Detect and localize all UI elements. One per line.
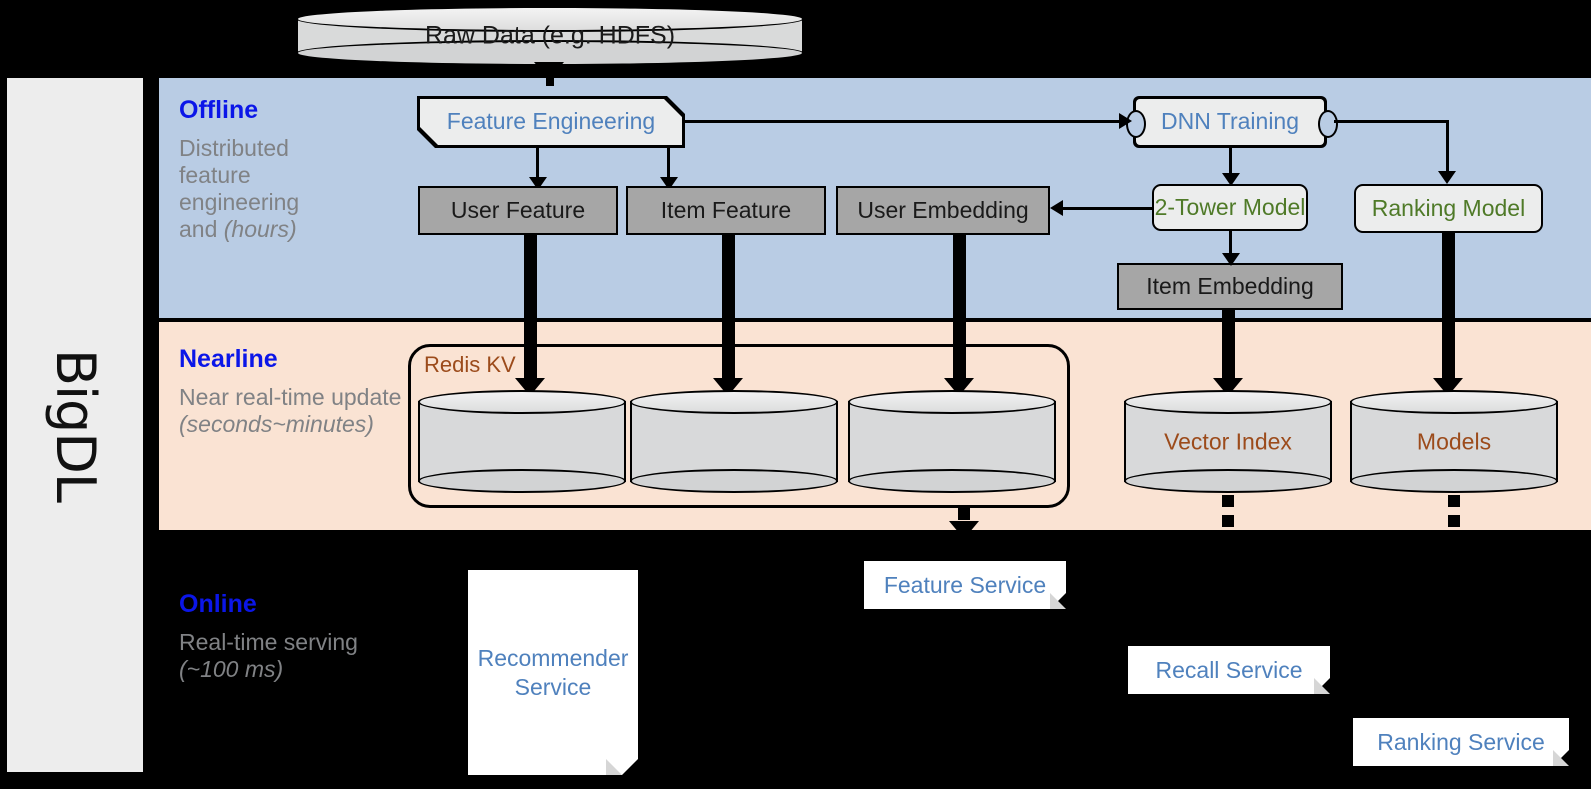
user-embedding-node[interactable]: User Embedding xyxy=(836,186,1050,235)
band-online-subtitle: Real-time serving (~100 ms) xyxy=(179,629,358,683)
edge-twotower-to-itemembedding xyxy=(1229,231,1232,256)
ranking-model-node[interactable]: Ranking Model xyxy=(1354,184,1543,233)
band-offline-subtitle: Distributed feature engineering and (hou… xyxy=(179,135,300,243)
edge-dnn-to-ranking-h xyxy=(1334,120,1448,123)
dash-vectorindex-1 xyxy=(1222,495,1234,507)
band-online-title: Online xyxy=(179,590,257,618)
two-tower-model-node[interactable]: 2-Tower Model xyxy=(1152,184,1308,231)
recommender-service-card[interactable]: Recommender Service xyxy=(468,570,638,775)
edge-fe-to-dnn xyxy=(685,120,1119,123)
dash-models-1 xyxy=(1448,495,1460,507)
band-nearline-title: Nearline xyxy=(179,345,278,373)
cylinder-top xyxy=(630,390,838,414)
dash-redis-to-featureservice xyxy=(958,508,970,520)
item-feature-node[interactable]: Item Feature xyxy=(626,186,826,235)
band-offline-title: Offline xyxy=(179,96,259,124)
edge-dnn-to-ranking-v xyxy=(1446,120,1449,174)
cylinder-bottom xyxy=(1124,469,1332,493)
cylinder-top xyxy=(1350,390,1558,414)
edge-twotower-to-userembedding xyxy=(1062,207,1154,210)
dnn-training-node[interactable]: DNN Training xyxy=(1136,99,1324,145)
redis-kv-label: Redis KV xyxy=(424,352,516,377)
raw-data-label: Raw Data (e.g. HDFS) xyxy=(424,21,676,50)
ranking-service-card[interactable]: Ranking Service xyxy=(1353,718,1569,766)
cylinder-top xyxy=(848,390,1056,414)
cylinder-top xyxy=(296,6,804,32)
redis-store-3[interactable] xyxy=(848,390,1056,493)
redis-store-2[interactable] xyxy=(630,390,838,493)
cylinder-top xyxy=(418,390,626,414)
feature-service-card[interactable]: Feature Service xyxy=(864,561,1066,609)
pipe-rankingmodel-to-models xyxy=(1442,233,1455,385)
edge-fe-to-userfeature xyxy=(536,148,539,180)
item-embedding-node[interactable]: Item Embedding xyxy=(1117,263,1343,310)
vector-index-store[interactable]: Vector Index xyxy=(1124,390,1332,493)
arrow-twotower-to-itemembedding xyxy=(1222,253,1240,266)
band-offline: Offline Distributed feature engineering … xyxy=(159,78,1591,318)
pipe-userfeature-to-store1 xyxy=(524,235,537,385)
dnn-right-notch xyxy=(1318,110,1338,138)
models-label: Models xyxy=(1416,428,1492,454)
arrow-twotower-to-userembedding xyxy=(1050,200,1063,216)
cylinder-bottom xyxy=(1350,469,1558,493)
feature-engineering-node[interactable]: Feature Engineering xyxy=(420,99,682,145)
band-nearline-subtitle: Near real-time update (seconds~minutes) xyxy=(179,384,402,438)
edge-dnn-to-twotower xyxy=(1229,148,1232,176)
raw-data-store: Raw Data (e.g. HDFS) xyxy=(296,6,804,66)
edge-fe-to-itemfeature xyxy=(667,148,670,180)
cylinder-bottom xyxy=(630,469,838,493)
band-online: Online Real-time serving (~100 ms) xyxy=(159,534,1591,789)
dash-models-2 xyxy=(1448,515,1460,527)
redis-kv-container xyxy=(408,344,1070,508)
cylinder-bottom xyxy=(418,469,626,493)
redis-store-1[interactable] xyxy=(418,390,626,493)
bigdl-label: BigDL xyxy=(43,348,107,502)
models-store[interactable]: Models xyxy=(1350,390,1558,493)
cylinder-bottom xyxy=(848,469,1056,493)
pipe-itemfeature-to-store2 xyxy=(722,235,735,385)
arrow-fe-to-dnn xyxy=(1119,113,1132,129)
pipe-userembedding-to-store3 xyxy=(953,235,966,385)
arrow-dnn-to-twotower xyxy=(1222,173,1240,186)
arrow-rawdata-to-fe xyxy=(534,62,564,80)
recall-service-card[interactable]: Recall Service xyxy=(1128,646,1330,694)
dash-vectorindex-2 xyxy=(1222,515,1234,527)
cylinder-top xyxy=(1124,390,1332,414)
arrow-redis-to-featureservice xyxy=(949,521,979,539)
arrow-dnn-to-ranking xyxy=(1438,171,1456,184)
user-feature-node[interactable]: User Feature xyxy=(418,186,618,235)
vector-index-label: Vector Index xyxy=(1164,428,1292,454)
pipe-itemembedding-to-vectorindex xyxy=(1222,310,1235,385)
bigdl-framework-rail: BigDL xyxy=(7,78,143,772)
